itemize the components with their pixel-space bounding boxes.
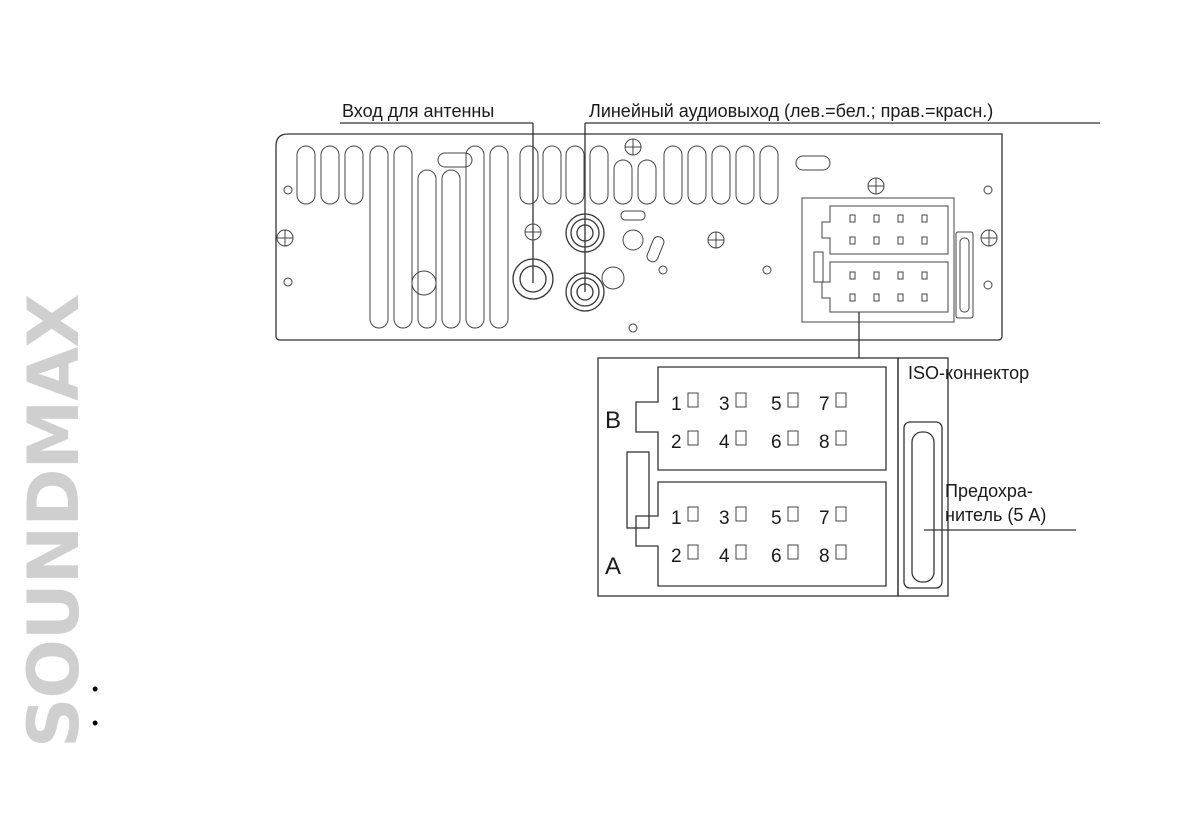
- soundmax-logo-text: SOUNDMAX: [13, 295, 90, 748]
- screw-icon: [980, 229, 998, 247]
- pin-number: 6: [771, 546, 782, 567]
- pin-number: 2: [671, 546, 682, 567]
- pin: [687, 392, 699, 408]
- fuse-label-line-2: нитель (5 А): [945, 505, 1046, 525]
- pin: [787, 430, 799, 446]
- pin-number: 8: [819, 546, 830, 567]
- pin: [835, 544, 847, 560]
- block-b-row-1: 1 3 5 7: [671, 392, 847, 415]
- antenna-socket: [512, 258, 554, 300]
- pin-number: 3: [719, 394, 730, 415]
- screw-icon: [524, 223, 542, 241]
- pin: [787, 506, 799, 522]
- block-a-row-1: 1 3 5 7: [671, 506, 847, 529]
- bullet-list: [92, 680, 106, 748]
- rca-jack-white: [565, 213, 605, 253]
- line-out-label: Линейный аудиовыход (лев.=бел.; прав.=кр…: [589, 101, 993, 121]
- pin-number: 1: [671, 394, 682, 415]
- block-a-outline: [635, 481, 887, 587]
- pin-number: 3: [719, 508, 730, 529]
- rear-panel: [275, 133, 1003, 341]
- vent-slots-middle: [519, 145, 779, 205]
- pin-number: 8: [819, 432, 830, 453]
- pin-number: 7: [819, 394, 830, 415]
- line-out-callout: Линейный аудиовыход (лев.=бел.; прав.=кр…: [584, 101, 1100, 292]
- soundmax-logo: SOUNDMAX: [13, 295, 90, 748]
- pin: [735, 430, 747, 446]
- fuse-label-line-1: Предохра-: [945, 481, 1033, 501]
- list-item: [92, 680, 106, 714]
- pin-number: 6: [771, 432, 782, 453]
- fuse-callout: Предохра- нитель (5 А): [924, 481, 1076, 531]
- locking-tab: [626, 451, 650, 529]
- pin: [735, 544, 747, 560]
- pin-number: 2: [671, 432, 682, 453]
- screw-icon: [276, 229, 294, 247]
- iso-connector-enlarged: B A 1 3 5 7 2 4 6 8 1 3: [597, 357, 949, 597]
- rca-jack-red: [565, 272, 605, 312]
- pin: [835, 430, 847, 446]
- pin: [735, 392, 747, 408]
- pin-number: 5: [771, 508, 782, 529]
- pin-number: 4: [719, 546, 730, 567]
- pin: [687, 506, 699, 522]
- block-a-row-2: 2 4 6 8: [671, 544, 847, 567]
- screw-icon: [624, 138, 642, 156]
- panel-iso-connector: [801, 197, 974, 323]
- pin: [787, 544, 799, 560]
- screw-icon: [867, 177, 885, 195]
- block-b-outline: [635, 366, 887, 471]
- antenna-input-label: Вход для антенны: [342, 101, 494, 121]
- screw-icon: [707, 231, 725, 249]
- vent-slots-left: [296, 145, 509, 329]
- block-b-label: B: [605, 407, 621, 434]
- pin: [787, 392, 799, 408]
- list-item: [92, 714, 106, 748]
- pin: [687, 430, 699, 446]
- pin-number: 4: [719, 432, 730, 453]
- pin: [835, 506, 847, 522]
- pin: [735, 506, 747, 522]
- pin: [687, 544, 699, 560]
- block-b-row-2: 2 4 6 8: [671, 430, 847, 453]
- pin-number: 5: [771, 394, 782, 415]
- pin: [835, 392, 847, 408]
- block-a-label: A: [605, 553, 621, 580]
- pin-number: 1: [671, 508, 682, 529]
- iso-connector-label: ISO-коннектор: [908, 363, 1029, 383]
- fuse: [903, 421, 943, 589]
- pin-number: 7: [819, 508, 830, 529]
